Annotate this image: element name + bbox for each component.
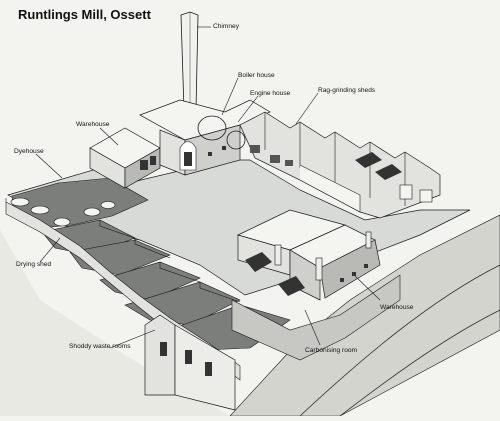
chimney <box>180 11 199 111</box>
warehouse-right <box>237 209 381 301</box>
foundations <box>231 274 401 361</box>
label-rag-grinding-sheds: Rag-grinding sheds <box>318 87 376 94</box>
road-curve-2 <box>339 309 500 417</box>
label-shoddy-waste-rooms: Shoddy waste rooms <box>69 343 131 350</box>
boiler-engine-house <box>139 99 271 176</box>
road-curve <box>299 264 500 417</box>
label-engine-house: Engine house <box>250 90 291 97</box>
leader-lines <box>35 26 381 349</box>
warehouse-top <box>89 127 161 189</box>
label-boiler-house: Boiler house <box>238 72 275 79</box>
shoddy-waste-rooms <box>144 314 236 411</box>
label-drying-shed: Drying shed <box>16 261 52 268</box>
dye-vats <box>10 197 116 227</box>
court-divider-walls <box>99 220 241 303</box>
label-warehouse-right: Warehouse <box>380 304 414 311</box>
rag-grinding-sheds <box>239 111 441 219</box>
page-title: Runtlings Mill, Ossett <box>18 7 151 22</box>
label-warehouse-top: Warehouse <box>76 121 110 128</box>
label-dyehouse: Dyehouse <box>14 148 44 155</box>
road-ground <box>0 230 230 416</box>
label-chimney: Chimney <box>213 23 240 30</box>
label-carbonising-room: Carbonising room <box>305 347 358 354</box>
